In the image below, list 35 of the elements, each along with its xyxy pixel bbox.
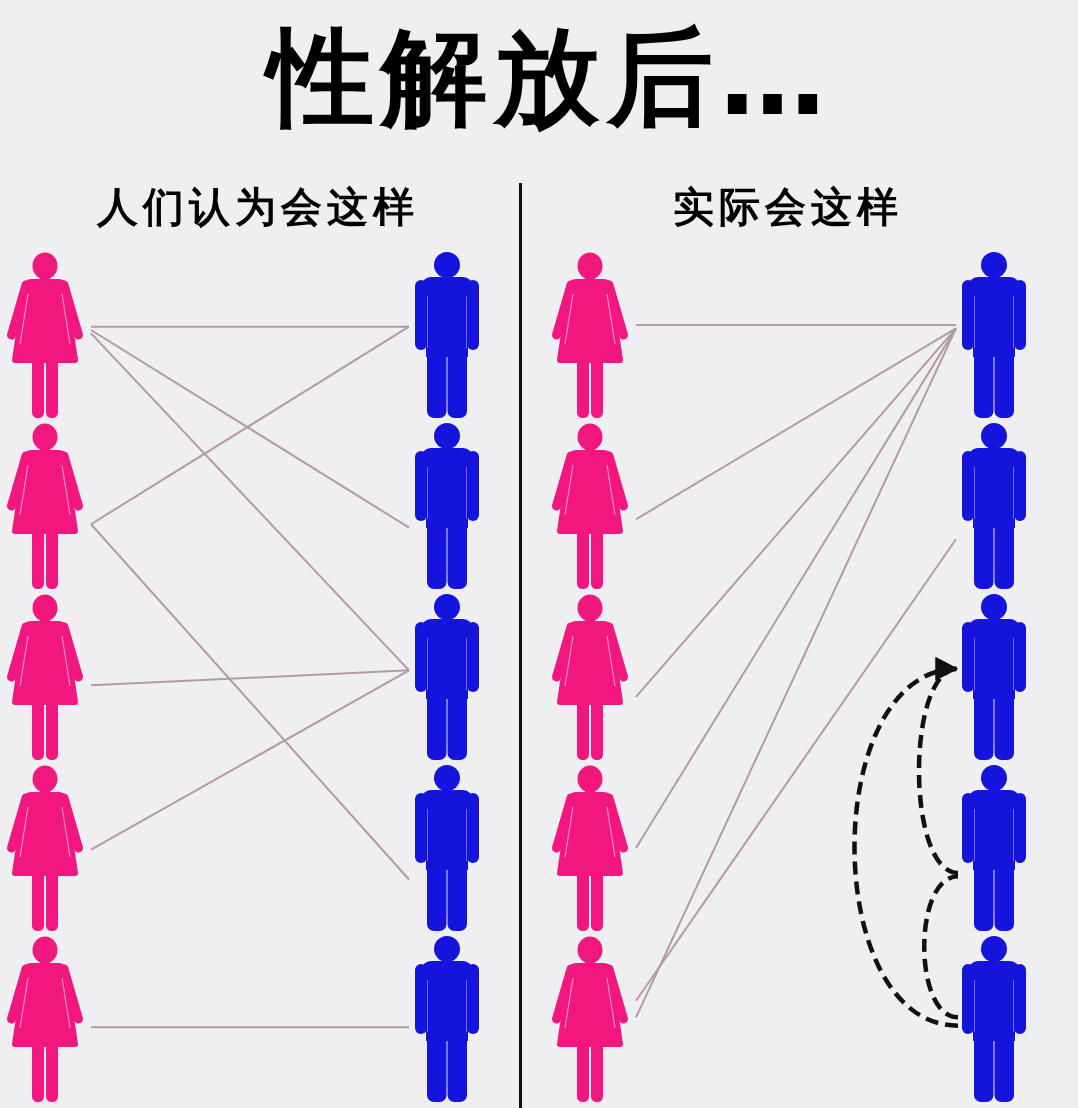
- man-icon: [962, 936, 1026, 1102]
- connector-line: [90, 669, 410, 687]
- dashed-line: [922, 874, 959, 1020]
- man-icon: [962, 594, 1026, 760]
- panel-heading: 人们认为会这样: [97, 183, 419, 233]
- man-icon: [415, 594, 479, 760]
- woman-icon: [550, 423, 630, 589]
- connector-line: [635, 324, 957, 327]
- connector-line: [90, 332, 410, 672]
- woman-icon: [550, 594, 630, 760]
- woman-icon: [5, 423, 85, 589]
- connector-line: [635, 327, 957, 521]
- connector-line: [90, 1026, 410, 1029]
- man-icon: [415, 936, 479, 1102]
- connector-line: [635, 327, 957, 849]
- woman-icon: [5, 252, 85, 418]
- connector-line: [90, 523, 410, 881]
- man-icon: [962, 252, 1026, 418]
- woman-icon: [5, 765, 85, 931]
- connector-line: [635, 538, 957, 1002]
- woman-icon: [550, 252, 630, 418]
- connector-line: [90, 325, 410, 328]
- connector-line: [90, 669, 410, 851]
- man-icon: [962, 765, 1026, 931]
- woman-icon: [550, 936, 630, 1102]
- woman-icon: [550, 765, 630, 931]
- dashed-arrow: [916, 657, 959, 876]
- man-icon: [962, 423, 1026, 589]
- man-icon: [415, 252, 479, 418]
- connector-line: [635, 327, 957, 1019]
- man-icon: [415, 765, 479, 931]
- woman-icon: [5, 594, 85, 760]
- woman-icon: [5, 936, 85, 1102]
- panel-heading: 实际会这样: [673, 183, 903, 233]
- man-icon: [415, 423, 479, 589]
